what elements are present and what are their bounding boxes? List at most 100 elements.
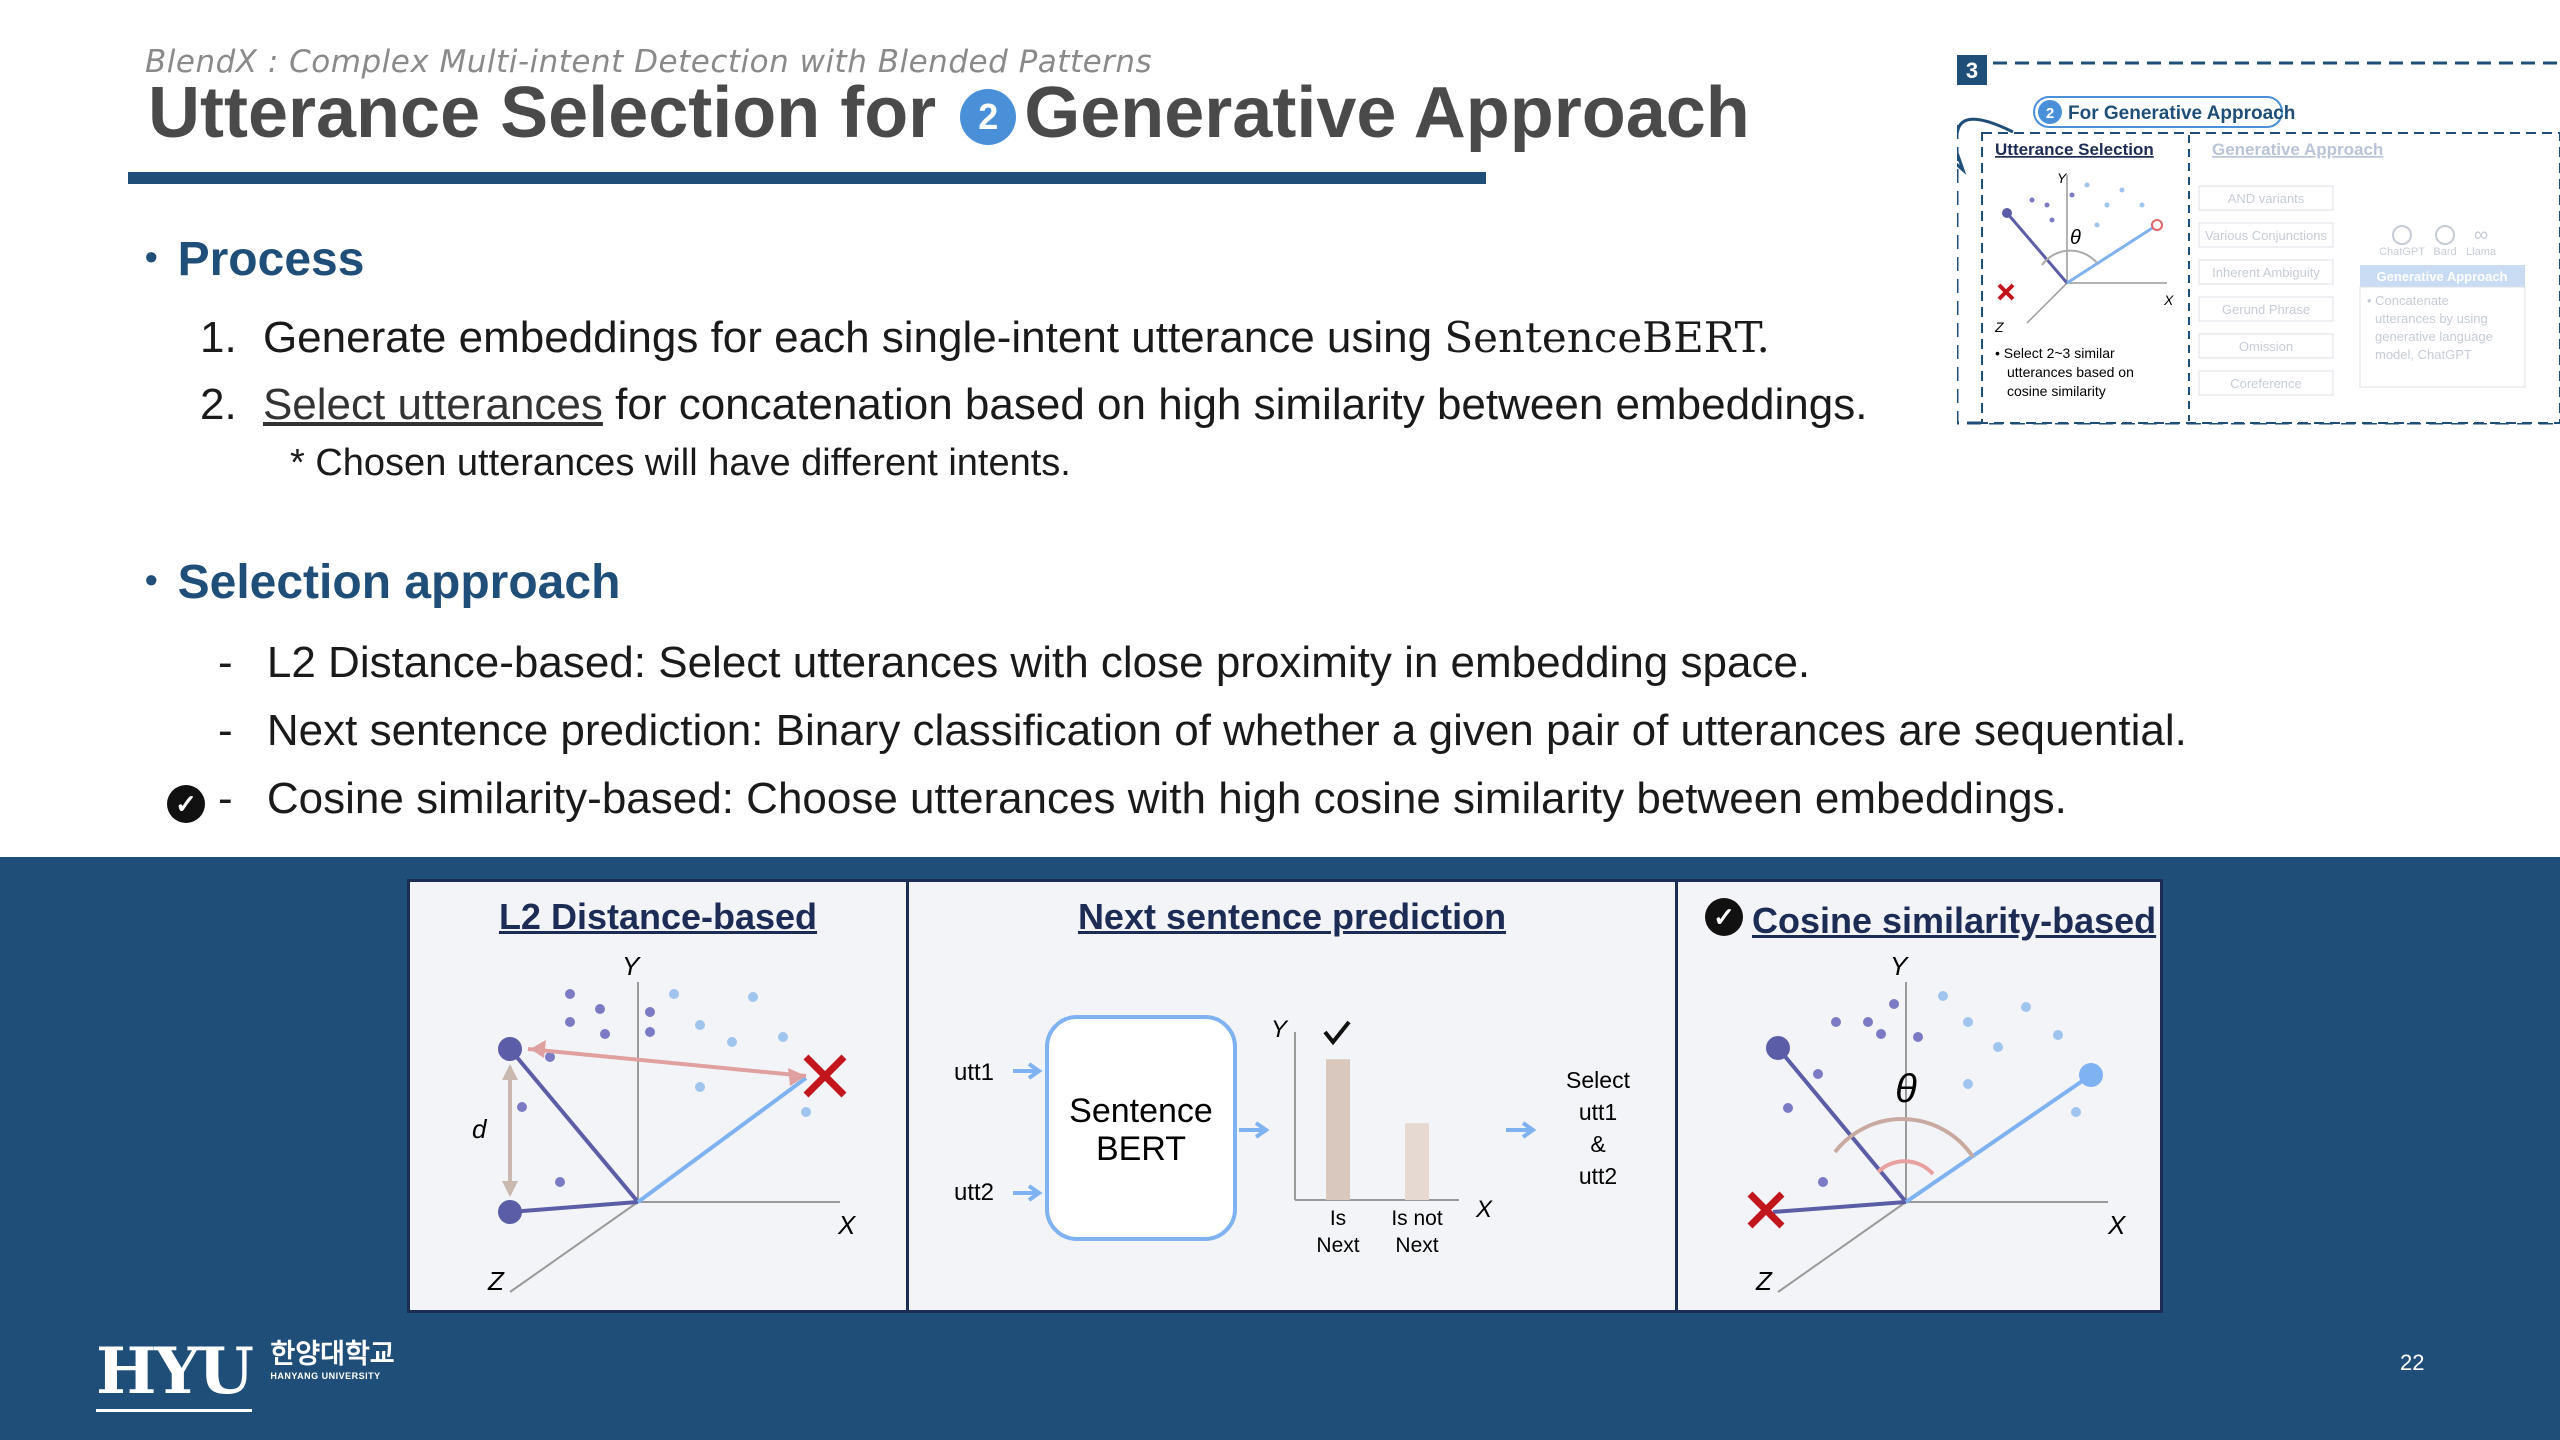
axis-y-label: Y bbox=[1271, 1016, 1289, 1043]
thumb-gen-line: utterances by using bbox=[2375, 311, 2488, 326]
panel-l2-distance: L2 Distance-based Y X Z d bbox=[407, 879, 909, 1313]
panel-title: Next sentence prediction bbox=[1077, 896, 1507, 937]
title-number-badge: 2 bbox=[960, 89, 1017, 145]
title-underline-bar bbox=[128, 172, 1486, 184]
thumb-item: Inherent Ambiguity bbox=[2212, 265, 2320, 280]
selection-item-nsp: - Next sentence prediction: Binary class… bbox=[218, 706, 2187, 756]
bar-label: Next bbox=[1395, 1234, 1438, 1257]
dash: - bbox=[218, 638, 233, 687]
output-text: utt2 bbox=[1579, 1163, 1617, 1189]
selection-item-text: Cosine similarity-based: Choose utteranc… bbox=[266, 774, 2067, 823]
scatter-points bbox=[1783, 991, 2081, 1187]
selection-item-text: Next sentence prediction: Binary classif… bbox=[266, 706, 2187, 755]
nsp-bars bbox=[1326, 1059, 1429, 1200]
axis-x-label: X bbox=[1475, 1196, 1493, 1223]
thumb-item: AND variants bbox=[2228, 191, 2305, 206]
selection-item-cosine: - Cosine similarity-based: Choose uttera… bbox=[218, 774, 2067, 824]
thumb-gen-line: model, ChatGPT bbox=[2375, 347, 2472, 362]
scatter-points bbox=[517, 989, 811, 1187]
thumb-gen-line: • Concatenate bbox=[2367, 293, 2449, 308]
step1-text: Generate embeddings for each single-inte… bbox=[262, 313, 1433, 362]
input-utt2: utt2 bbox=[954, 1179, 994, 1206]
step-box bbox=[1957, 55, 1987, 85]
axis-x-label: X bbox=[837, 1210, 857, 1240]
title-part1: Utterance Selection for bbox=[148, 73, 937, 153]
step1-model: SentenceBERT. bbox=[1444, 313, 1770, 362]
axis-x-label: X bbox=[2107, 1210, 2127, 1240]
nsp-bar bbox=[1405, 1123, 1429, 1200]
x-mark-icon bbox=[1747, 1191, 1785, 1229]
thumb-note-1: • Select 2~3 similar bbox=[1995, 345, 2115, 361]
l2-diagram: Y X Z d bbox=[472, 951, 857, 1296]
thumb-axis-z: Z bbox=[1994, 319, 2004, 335]
thumb-col1-title: Utterance Selection bbox=[1995, 140, 2154, 159]
output-text: utt1 bbox=[1579, 1099, 1617, 1125]
thumb-item: Omission bbox=[2239, 339, 2293, 354]
distance-label: d bbox=[472, 1114, 488, 1144]
step2-text: for concatenation based on high similari… bbox=[615, 380, 1868, 429]
process-step-1: 1. Generate embeddings for each single-i… bbox=[200, 313, 1770, 363]
output-text: & bbox=[1590, 1131, 1605, 1157]
dash: - bbox=[218, 706, 233, 755]
model-label-1: Sentence bbox=[1069, 1092, 1213, 1130]
bar-label: Next bbox=[1316, 1234, 1359, 1257]
thumb-note-2: utterances based on bbox=[2007, 364, 2134, 380]
panel-next-sentence-prediction: Next sentence prediction utt1 utt2 Sente… bbox=[906, 879, 1678, 1313]
thumb-llm-logos: ∞ ChatGPT Bard Llama bbox=[2379, 224, 2497, 258]
check-icon bbox=[1323, 1020, 1351, 1046]
check-icon: ✓ bbox=[1705, 898, 1743, 936]
logo-kr: 한양대학교 bbox=[270, 1339, 395, 1369]
thumb-gen-line: generative language bbox=[2375, 329, 2493, 344]
sentence-bert-box bbox=[1045, 1015, 1237, 1241]
process-step-2: 2. Select utterances for concatenation b… bbox=[200, 380, 1867, 430]
nsp-diagram: utt1 utt2 Sentence BERT Y X Is Next Is n… bbox=[954, 1015, 1631, 1257]
bar-label: Is not bbox=[1391, 1207, 1443, 1230]
thumb-item: Gerund Phrase bbox=[2222, 302, 2310, 317]
badge-number: 2 bbox=[2046, 105, 2054, 122]
step2-num: 2. bbox=[200, 380, 237, 429]
axis-z-label: Z bbox=[1755, 1266, 1773, 1296]
thumb-axis-x: X bbox=[2163, 292, 2174, 308]
bar-label: Is bbox=[1330, 1207, 1346, 1230]
selection-item-l2: - L2 Distance-based: Select utterances w… bbox=[218, 638, 1810, 688]
input-utt1: utt1 bbox=[954, 1059, 994, 1086]
llm-label: Llama bbox=[2466, 246, 2497, 258]
process-heading: Process bbox=[145, 232, 365, 287]
llm-label: Bard bbox=[2433, 246, 2456, 258]
thumb-theta: θ bbox=[2070, 227, 2081, 249]
nsp-bar bbox=[1326, 1059, 1350, 1200]
check-icon: ✓ bbox=[167, 785, 205, 823]
axis-z-label: Z bbox=[487, 1266, 505, 1296]
x-mark-icon bbox=[803, 1054, 847, 1098]
title-part2: Generative Approach bbox=[1024, 73, 1750, 153]
thumb-axis-y: Y bbox=[2057, 170, 2068, 186]
axis-y-label: Y bbox=[1890, 951, 1909, 981]
theta-label: θ bbox=[1895, 1067, 1917, 1111]
cosine-diagram: Y X Z θ bbox=[1747, 951, 2127, 1296]
thumb-col2-title: Generative Approach bbox=[2212, 140, 2383, 159]
step1-num: 1. bbox=[200, 313, 237, 362]
selection-item-text: L2 Distance-based: Select utterances wit… bbox=[266, 638, 1811, 687]
output-text: Select bbox=[1566, 1067, 1631, 1093]
panel-title: L2 Distance-based bbox=[498, 896, 818, 937]
panel-cosine-similarity: ✓ Cosine similarity-based Y X Z θ bbox=[1675, 879, 2163, 1313]
dash: - bbox=[218, 774, 233, 823]
model-label-2: BERT bbox=[1096, 1130, 1186, 1168]
badge bbox=[2033, 96, 2283, 128]
thumb-item: Coreference bbox=[2230, 376, 2302, 391]
panel-title: Cosine similarity-based bbox=[1752, 900, 2157, 941]
axis-y-label: Y bbox=[622, 951, 641, 981]
overview-thumbnail: 3 2 For Generative Approach Utterance Se… bbox=[1957, 55, 2560, 425]
step-number: 3 bbox=[1966, 58, 1978, 83]
selection-heading: Selection approach bbox=[145, 555, 621, 610]
page-number: 22 bbox=[2400, 1350, 2425, 1375]
thumb-note-3: cosine similarity bbox=[2007, 383, 2106, 399]
svg-text:∞: ∞ bbox=[2474, 224, 2488, 246]
process-note: * Chosen utterances will have different … bbox=[290, 442, 1071, 484]
step2-link[interactable]: Select utterances bbox=[262, 380, 603, 429]
logo-en: HANYANG UNIVERSITY bbox=[270, 1371, 381, 1381]
university-logo: HYU 한양대학교 HANYANG UNIVERSITY bbox=[96, 1332, 395, 1412]
slide-subtitle: BlendX : Complex Multi-intent Detection … bbox=[145, 44, 1153, 80]
thumb-gen-title: Generative Approach bbox=[2376, 269, 2507, 284]
